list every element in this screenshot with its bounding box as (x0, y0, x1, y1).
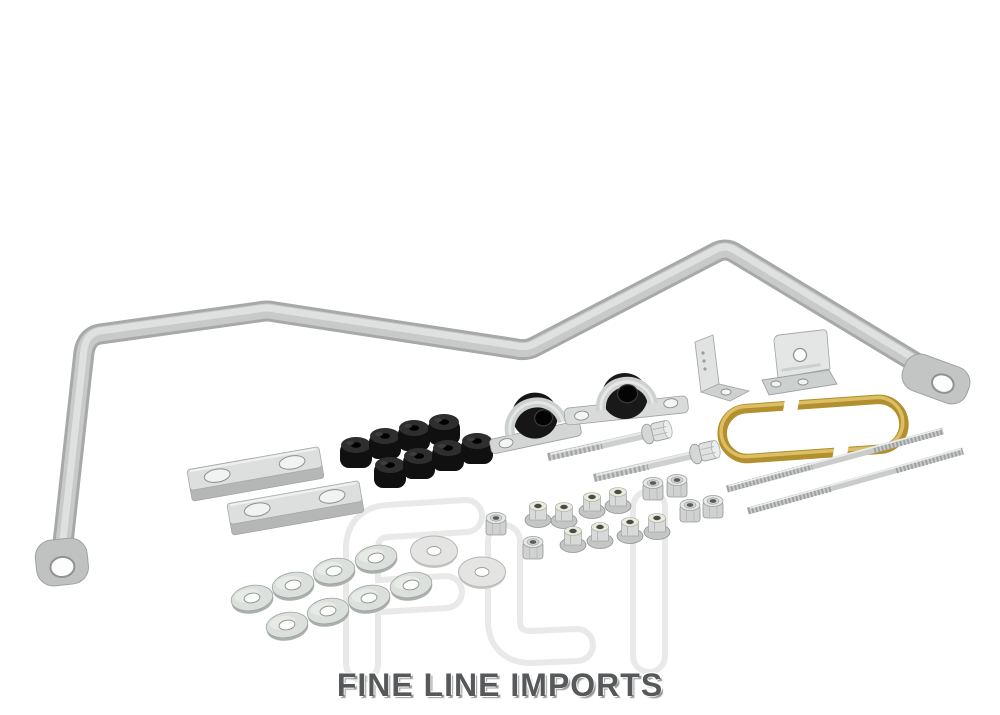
d-bushing-saddle-bracket (489, 392, 582, 455)
threaded-rod (747, 447, 964, 515)
brand-text: FINE LINE IMPORTS (336, 667, 664, 703)
angle-bracket (761, 329, 838, 396)
small-washers (228, 541, 435, 645)
u-bolt (717, 394, 909, 464)
spacer-plate (186, 446, 325, 502)
d-bushing-saddle-bracket (563, 373, 689, 426)
threaded-rod (726, 427, 944, 493)
sway-bar-right-eye (901, 353, 971, 405)
hex-bolt (547, 420, 673, 461)
link-bushings (340, 414, 493, 488)
angle-bracket (694, 334, 751, 402)
sway-bar (34, 247, 971, 587)
hex-bolt (593, 440, 721, 482)
spacer-plate (226, 480, 365, 536)
sway-bar-left-eye (34, 537, 89, 587)
